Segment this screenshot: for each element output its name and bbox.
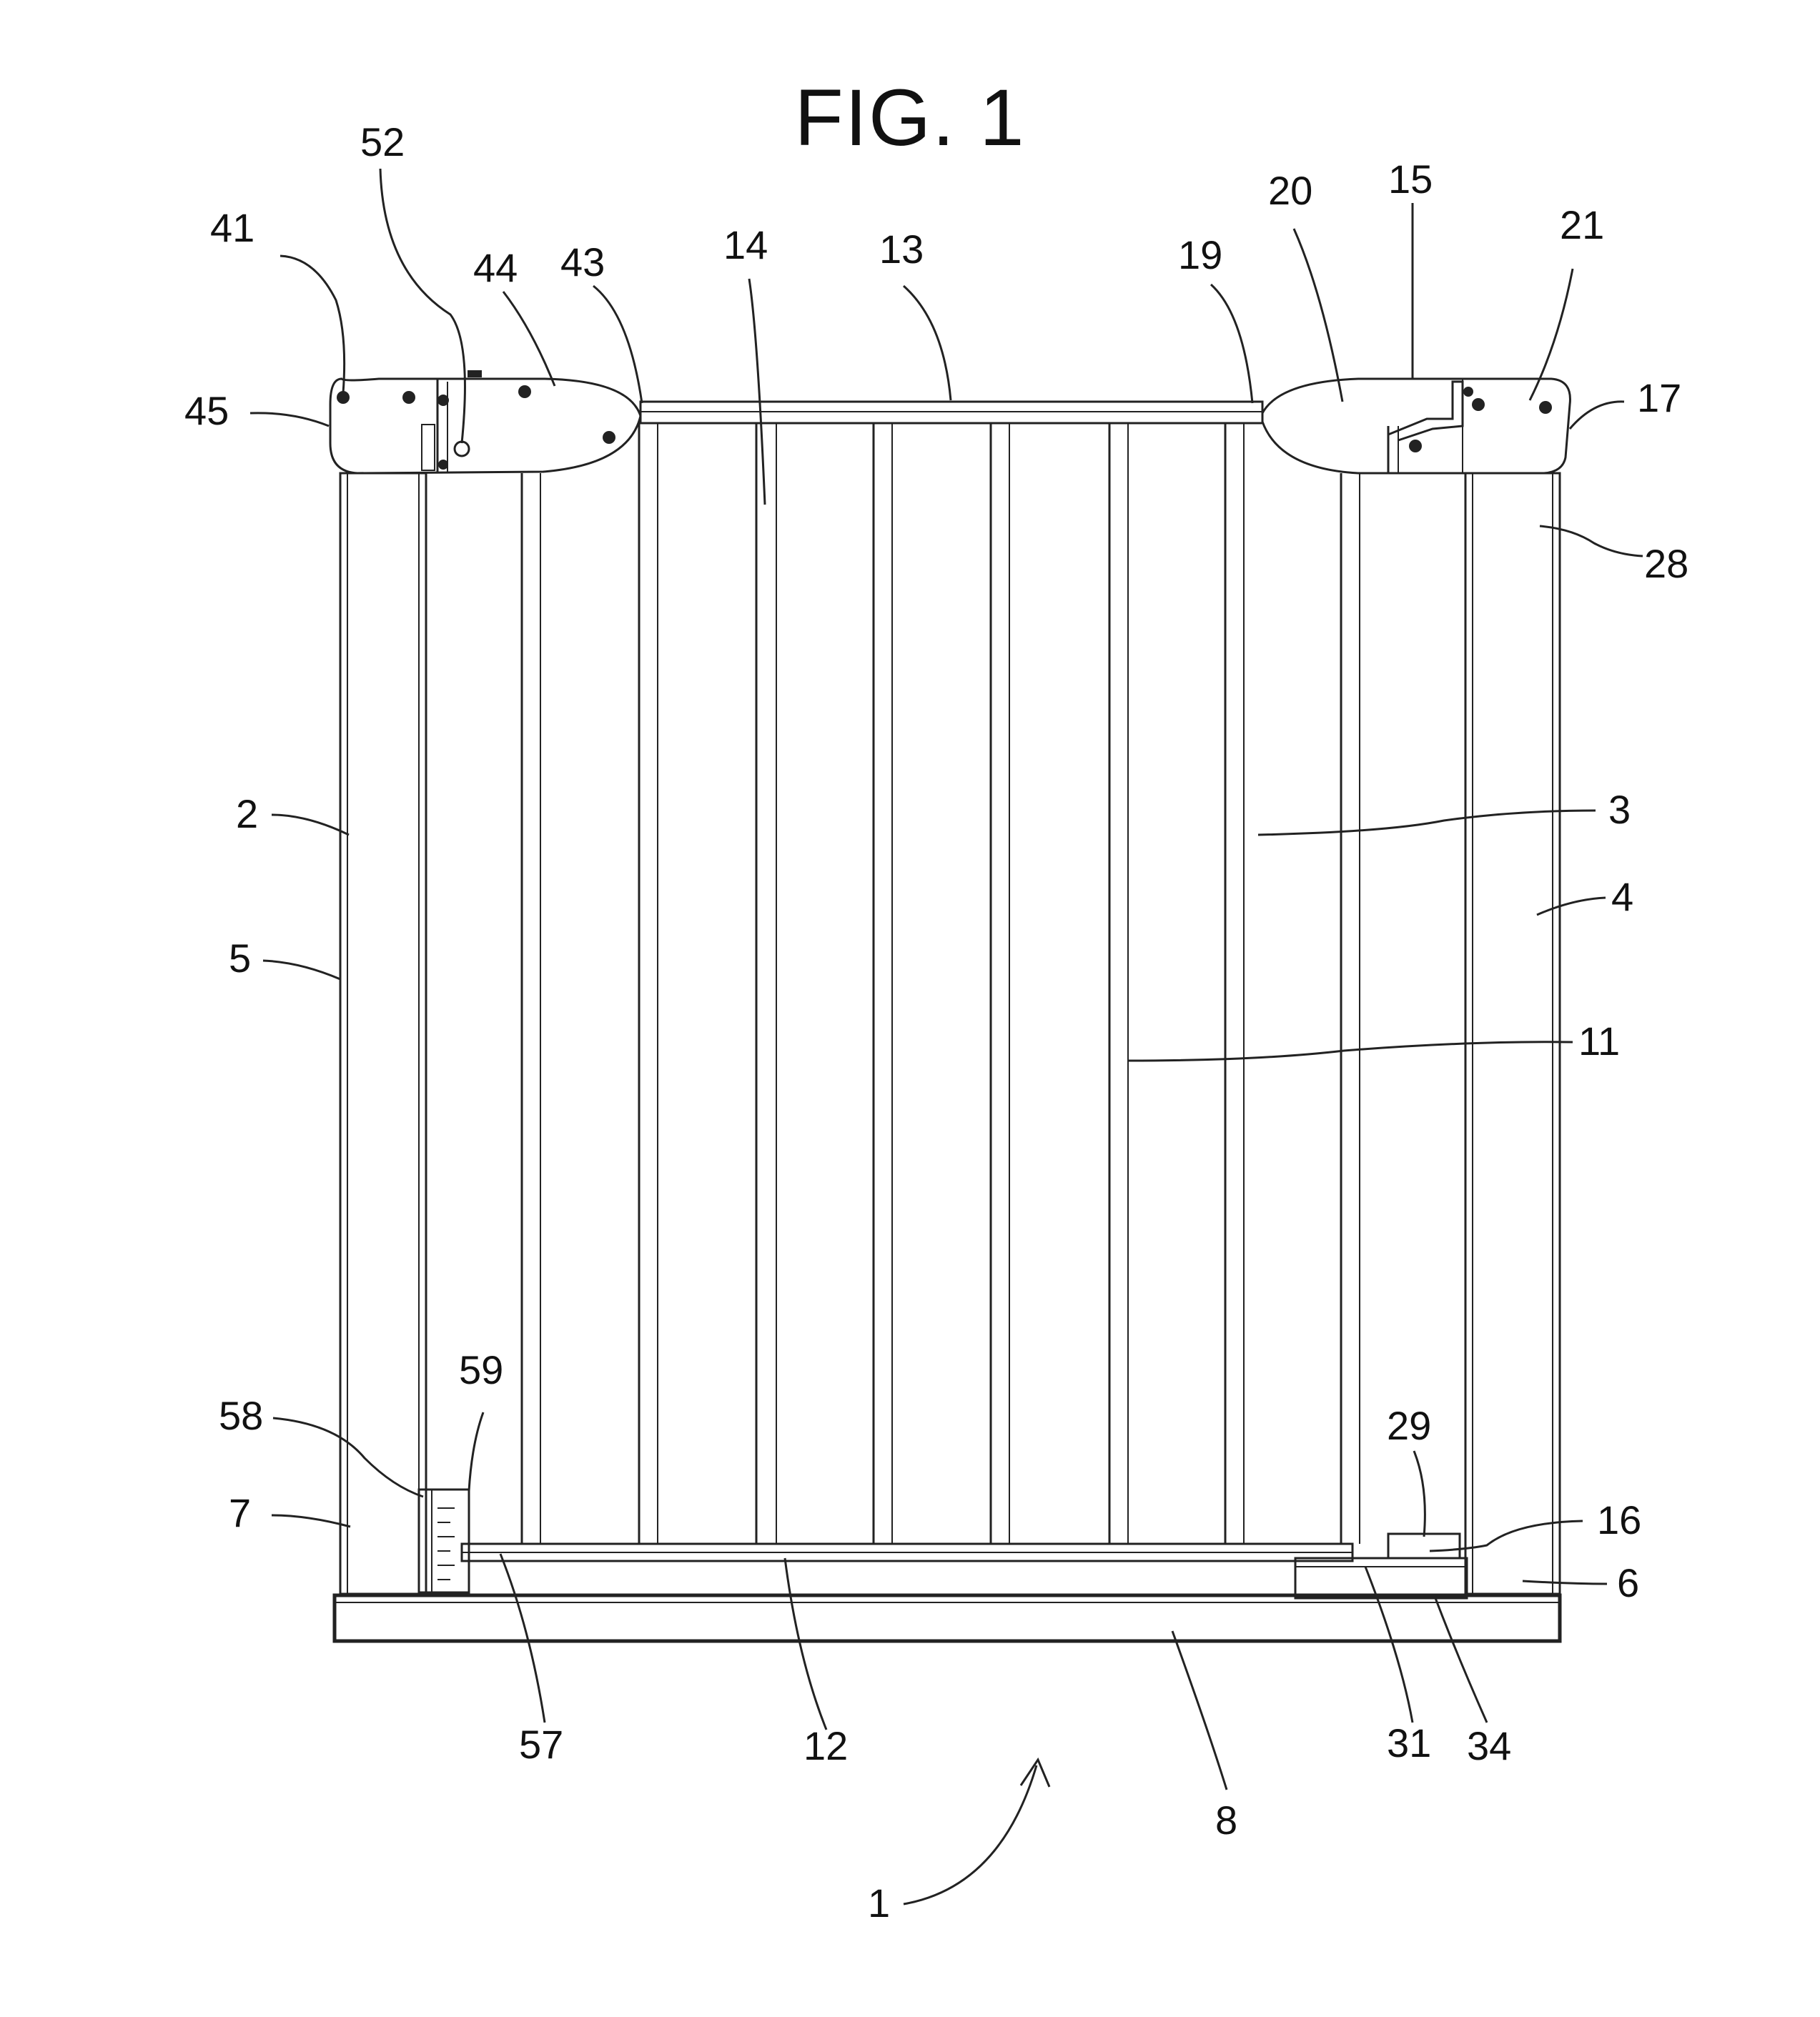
label-3: 3 [1608,787,1631,832]
label-29: 29 [1387,1403,1431,1448]
gate-structure [330,370,1570,1641]
left-hinge-housing [330,370,641,473]
label-14: 14 [723,222,768,267]
label-44: 44 [473,245,518,290]
label-58: 58 [219,1393,263,1438]
label-7: 7 [229,1490,251,1535]
vertical-bars [639,423,1244,1544]
label-2: 2 [236,791,258,836]
label-12: 12 [803,1723,848,1768]
latch-tab [1388,1534,1460,1558]
label-59: 59 [459,1347,503,1392]
left-post [340,473,426,1594]
label-8: 8 [1215,1798,1237,1843]
label-19: 19 [1178,232,1222,277]
latch-housing [1295,1558,1467,1598]
label-5: 5 [229,936,251,981]
right-post [1465,473,1560,1594]
label-11: 11 [1578,1019,1620,1064]
label-15: 15 [1388,157,1433,202]
label-1: 1 [868,1880,890,1926]
label-17: 17 [1637,375,1681,420]
label-13: 13 [879,227,924,272]
label-45: 45 [184,388,229,433]
label-28: 28 [1644,541,1688,586]
right-hinge-housing [1262,379,1570,473]
label-20: 20 [1268,168,1312,213]
label-31: 31 [1387,1720,1431,1765]
label-52: 52 [360,119,405,164]
label-6: 6 [1617,1560,1639,1605]
label-57: 57 [519,1722,563,1767]
label-21: 21 [1560,202,1604,247]
label-4: 4 [1611,874,1633,919]
label-43: 43 [560,239,605,284]
label-16: 16 [1597,1497,1641,1542]
label-41: 41 [210,205,254,250]
label-34: 34 [1467,1723,1511,1768]
